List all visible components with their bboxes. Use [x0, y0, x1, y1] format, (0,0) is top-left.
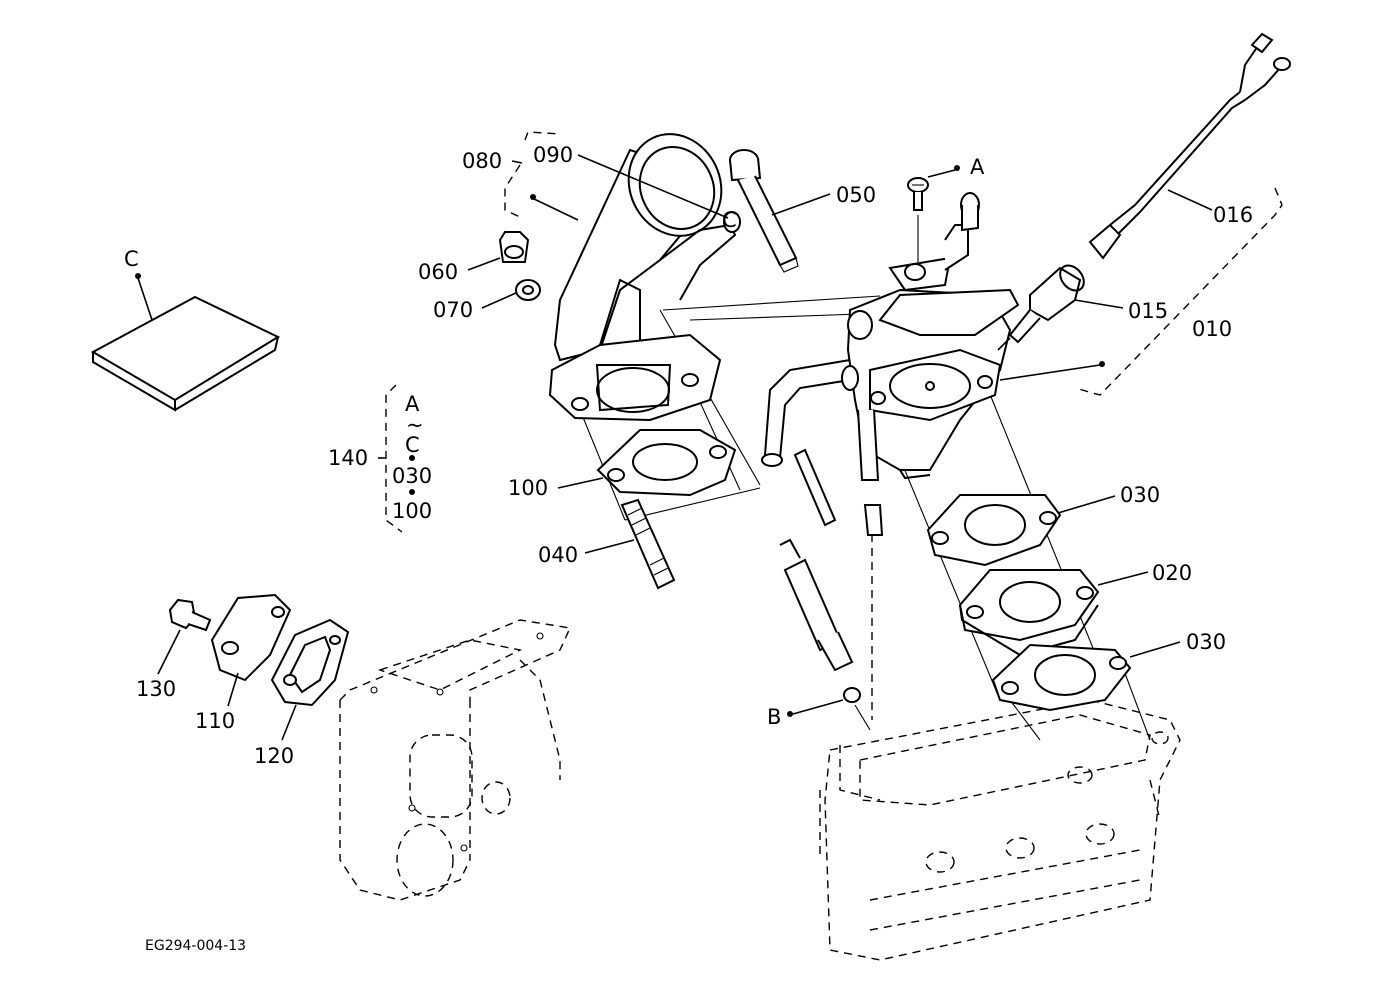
callout-016: 016: [1213, 203, 1253, 227]
ref-b: B: [767, 705, 781, 729]
callout-080: 080: [462, 149, 502, 173]
screw-a: [907, 177, 929, 211]
intake-elbow-080: [548, 133, 741, 422]
kit-from: A: [405, 392, 420, 416]
callout-120: 120: [254, 744, 294, 768]
callout-050: 050: [836, 183, 876, 207]
kit-contents-list: A ~ C 030 100: [392, 392, 432, 523]
callout-140: 140: [328, 446, 368, 470]
ref-c: C: [124, 247, 139, 271]
stud-040: [620, 498, 676, 590]
engine-block-outline: [339, 619, 572, 901]
reference-dots: [135, 165, 1105, 717]
callout-030-upper: 030: [1120, 483, 1160, 507]
callout-100: 100: [508, 476, 548, 500]
gasket-030-lower: [991, 643, 1132, 712]
kit-item-100: 100: [392, 499, 432, 523]
washer-070: [515, 279, 541, 301]
callout-020: 020: [1152, 561, 1192, 585]
nut-060: [498, 231, 530, 263]
callout-015: 015: [1128, 299, 1168, 323]
callout-030-lower: 030: [1186, 630, 1226, 654]
kit-to: C: [405, 433, 420, 457]
intake-manifold-outline: [819, 699, 1181, 961]
bolt-130: [168, 598, 212, 632]
callout-070: 070: [433, 298, 473, 322]
sensor-b: [779, 448, 861, 703]
gasket-120: [270, 618, 350, 707]
throttle-assembly-010: [761, 192, 1020, 536]
manual-book-c: [90, 295, 281, 412]
gasket-100: [596, 429, 737, 497]
insulator-020: [958, 569, 1100, 657]
leader-lines: [137, 154, 1213, 741]
part-number-labels: 080 090 050 060 070 100 040 140 016 015 …: [136, 143, 1253, 768]
callout-040: 040: [538, 543, 578, 567]
drawing-code: EG294-004-13: [145, 938, 246, 954]
kit-tilde: ~: [406, 413, 424, 437]
callout-130: 130: [136, 677, 176, 701]
callout-060: 060: [418, 260, 458, 284]
callout-110: 110: [195, 709, 235, 733]
gasket-030-upper: [926, 494, 1062, 567]
ref-c-mark: C: [722, 208, 737, 232]
ref-a: A: [970, 155, 985, 179]
callout-090: 090: [533, 143, 573, 167]
cover-plate-110: [210, 593, 292, 682]
reference-letters: A B C C: [124, 155, 985, 729]
kit-item-030: 030: [392, 464, 432, 488]
bolt-050: [729, 149, 799, 273]
solenoid-015: [997, 264, 1085, 351]
callout-010: 010: [1192, 317, 1232, 341]
wire-harness-016: [1088, 32, 1291, 260]
